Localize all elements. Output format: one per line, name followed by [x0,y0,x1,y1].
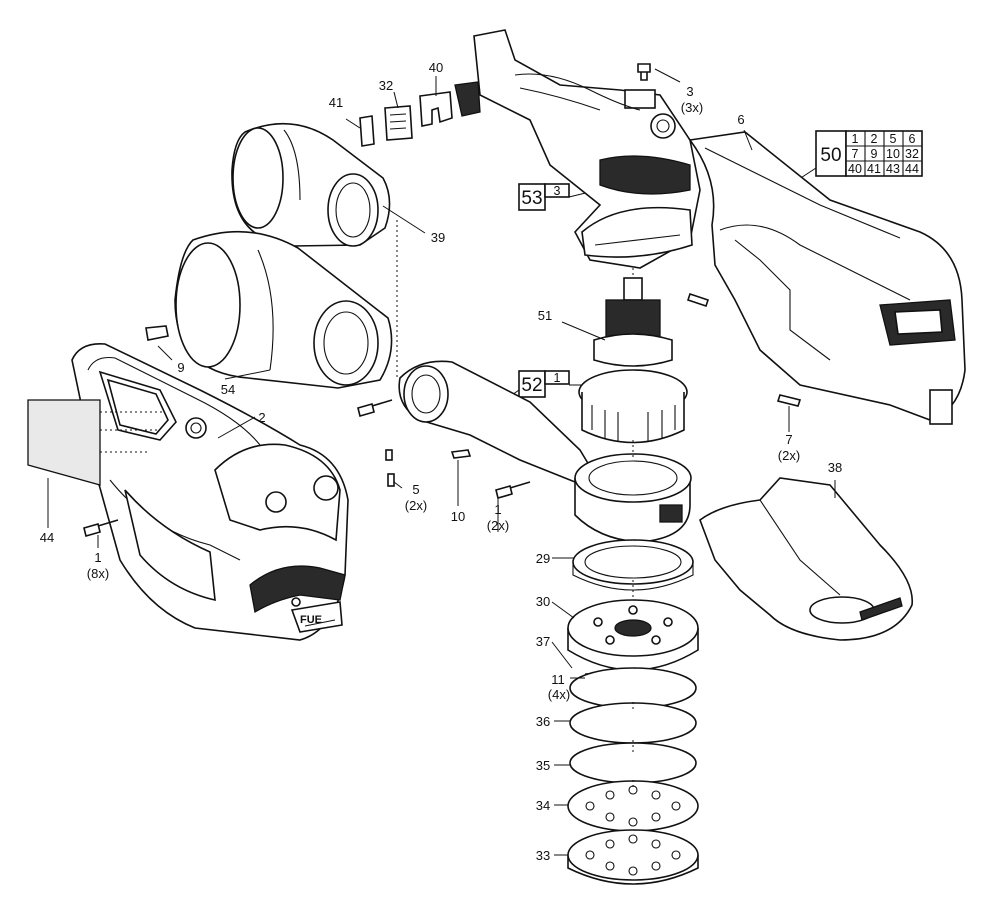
assembly-50-part: 5 [890,132,897,146]
callout-37-number: 37 [536,634,550,649]
sanding-disc-34 [567,780,699,832]
callout-10-number: 10 [451,509,465,524]
part-32 [384,105,413,141]
pin-7 [776,394,802,407]
callout-9-number: 9 [177,360,184,375]
callout-7-quantity: (2x) [778,448,800,463]
assembly-50-part: 44 [905,162,919,176]
assembly-52-number: 52 [521,375,542,396]
screw-1b [495,481,531,499]
callout-1-quantity: (8x) [87,566,109,581]
callout-54-number: 54 [221,382,235,397]
assembly-50-part: 2 [871,132,878,146]
callout-11-quantity: (4x) [548,687,570,702]
callout-34-number: 34 [536,798,550,813]
leader-lines [47,76,836,856]
part-9 [145,325,169,341]
assembly-53-number: 53 [521,188,542,209]
assembly-50-part: 7 [852,147,859,161]
part-43 [454,81,481,117]
part-41 [359,115,375,147]
callout-30-number: 30 [536,594,550,609]
callout-7-number: 7 [785,432,792,447]
callout-5-quantity: (2x) [405,498,427,513]
assembly-50-part: 32 [905,147,919,161]
assembly-50-number: 50 [820,145,841,166]
callout-33-number: 33 [536,848,550,863]
assembly-50-part: 6 [909,132,916,146]
assembly-50-part: 9 [871,147,878,161]
callout-44-number: 44 [40,530,54,545]
screw-2a [357,399,393,417]
callout-11-number: 11 [551,672,565,687]
dust-canister-upper [231,122,391,247]
assembly-box-52: 52 1 [497,370,590,406]
pin-5b [387,473,395,487]
assembly-50-part: 41 [867,162,881,176]
callout-32-number: 32 [379,78,393,93]
backing-pad-30 [567,599,699,671]
assembly-50-part: 43 [886,162,900,176]
axis-lines [396,220,634,790]
callout-6-number: 6 [737,112,744,127]
callout-labels: 1 (8x) 1 (2x) 2 3 (3x) 5 (2x) 6 7 (2x) 9… [40,60,842,863]
assembly-53-part: 3 [554,184,561,198]
screw-1a [83,519,119,537]
screw-3 [637,63,651,81]
armature [578,277,688,444]
callout-1-number: 1 [494,502,501,517]
callout-51-number: 51 [538,308,552,323]
label-plate [27,399,101,486]
callout-36-number: 36 [536,714,550,729]
base-housing [574,453,692,543]
callout-38-number: 38 [828,460,842,475]
sanding-disc-33 [567,829,699,885]
callout-1-number: 1 [94,550,101,565]
callout-40-number: 40 [429,60,443,75]
assembly-50-part: 10 [886,147,900,161]
pin-6a [686,292,710,308]
housing-half-right [688,131,966,425]
callout-2-number: 2 [258,410,265,425]
callout-39-number: 39 [431,230,445,245]
dust-canister-lower [174,230,393,389]
assembly-50-part: 40 [848,162,862,176]
assembly-52-part: 1 [554,371,561,385]
logo-text: FUE [300,614,322,626]
dust-shroud [699,477,913,641]
pin-5a [385,449,393,461]
retaining-ring-29 [572,539,694,591]
housing-half-left: FUE [71,343,349,641]
callout-1-quantity: (2x) [487,518,509,533]
assembly-box-50: 50 1 2 5 6 7 9 10 32 40 41 43 44 [789,130,923,186]
assembly-50-part: 1 [852,132,859,146]
callout-29-number: 29 [536,551,550,566]
callout-3-number: 3 [686,84,693,99]
callout-41-number: 41 [329,95,343,110]
callout-35-number: 35 [536,758,550,773]
part-10 [450,449,472,459]
sanding-disc-35 [569,742,697,784]
callout-3-quantity: (3x) [681,100,703,115]
callout-5-number: 5 [412,482,419,497]
part-40 [419,91,453,127]
motor-module-top [473,29,701,269]
assembly-box-53: 53 3 [518,183,599,211]
